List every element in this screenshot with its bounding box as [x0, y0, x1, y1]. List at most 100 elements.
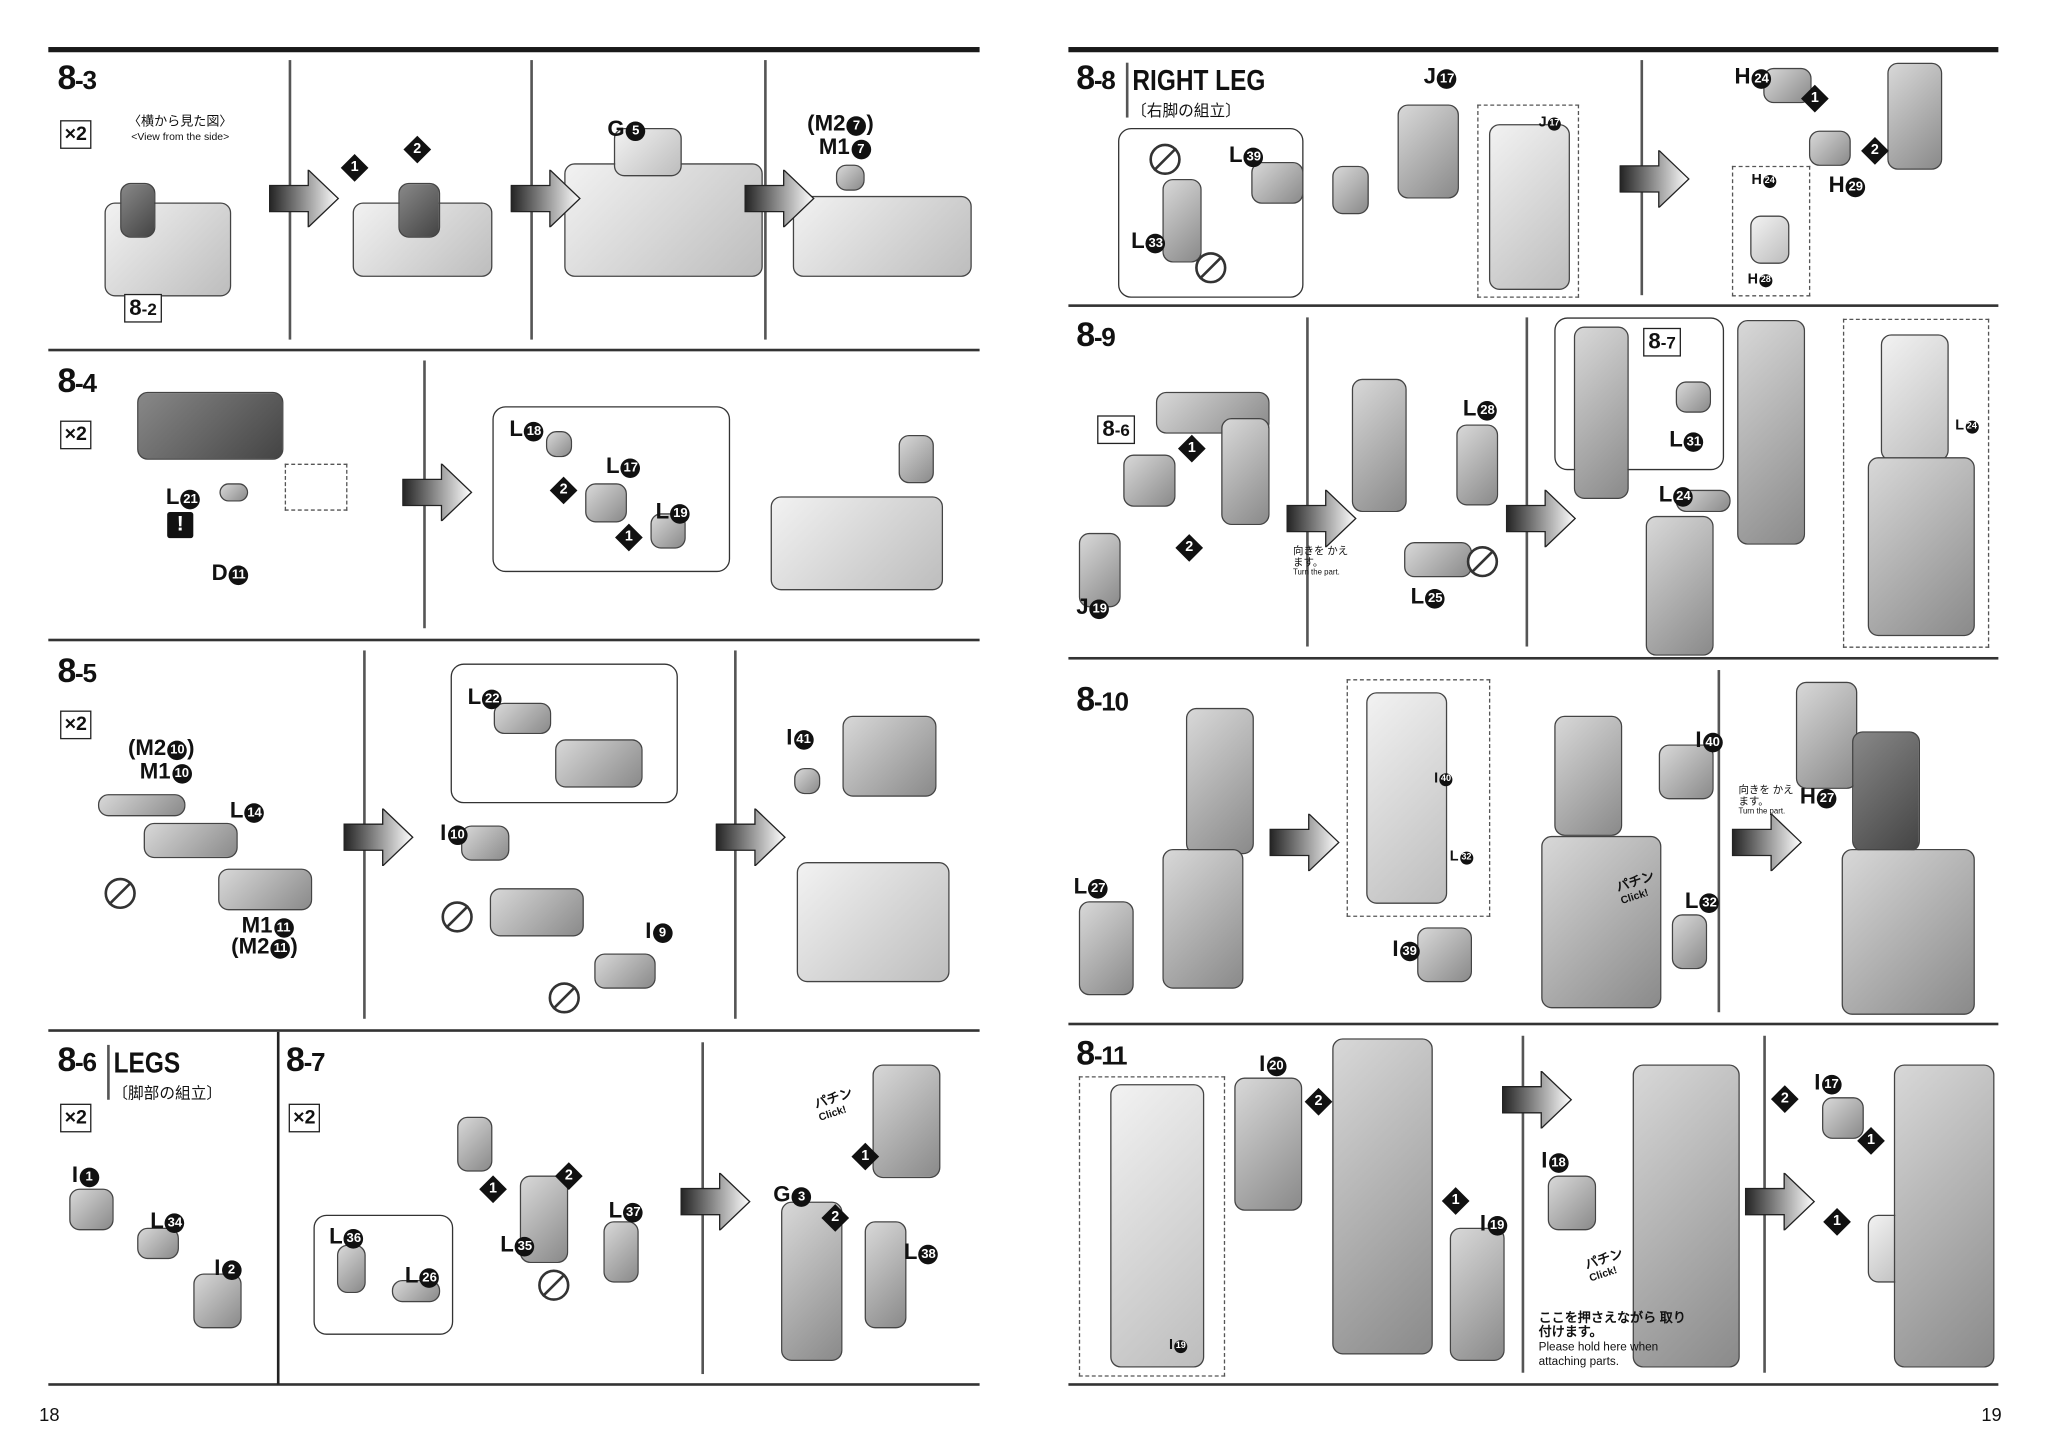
part-suffix: ) [187, 735, 195, 761]
step-order-marker: 2 [821, 1204, 850, 1232]
divider [1068, 304, 1999, 307]
model-part-illustration [137, 391, 284, 460]
model-part-illustration [1332, 1038, 1433, 1355]
part-suffix: ) [866, 111, 874, 136]
model-part-illustration [1795, 681, 1858, 789]
view-caption-jp: 〈横から見た図〉 [127, 114, 233, 130]
part-number: 21 [180, 489, 201, 510]
step-order-marker: 2 [554, 1162, 583, 1191]
model-part-illustration [898, 434, 934, 484]
part-letter: L [467, 684, 482, 710]
step-order-marker: 1 [615, 523, 643, 552]
model-part-illustration [143, 822, 238, 859]
part-number: 17 [620, 458, 641, 479]
reference-step-8-7: 8-7 [1643, 327, 1682, 357]
part-number: 31 [1684, 432, 1704, 452]
quantity-badge: ×2 [60, 1103, 92, 1133]
part-letter: L [608, 1197, 623, 1223]
part-letter: L [1955, 417, 1965, 434]
model-part-illustration [555, 739, 643, 788]
quantity-badge: ×2 [60, 420, 92, 450]
detail-box [1346, 679, 1491, 917]
part-letter: H [1751, 172, 1762, 189]
part-letter: L [165, 484, 180, 510]
part-number: 17 [1437, 69, 1457, 89]
model-part-illustration [1658, 744, 1714, 800]
part-letter: H [1828, 172, 1845, 198]
next-step-arrow-icon [1269, 813, 1340, 872]
part-number: 40 [1439, 773, 1453, 787]
part-number: 35 [515, 1236, 535, 1257]
step-order-marker: 1 [340, 153, 369, 182]
model-part-illustration [1822, 1097, 1864, 1139]
section-name-jp: 〔右脚の組立〕 [1131, 101, 1241, 121]
model-part-illustration [493, 702, 552, 735]
model-part-illustration [796, 862, 950, 983]
model-part-illustration [1671, 914, 1708, 970]
part-number: 5 [625, 121, 646, 142]
detail-box [1842, 318, 1990, 648]
step-order-marker: 1 [851, 1142, 880, 1171]
part-number: 28 [1477, 400, 1498, 421]
model-part-illustration [835, 164, 865, 191]
part-number: 11 [270, 939, 291, 959]
part-number: 3 [791, 1187, 812, 1207]
part-number: 19 [1487, 1215, 1507, 1236]
model-part-illustration [398, 182, 441, 238]
part-number: 14 [244, 803, 265, 823]
part-number: 1 [79, 1167, 99, 1188]
model-part-illustration [1251, 161, 1304, 204]
part-number: 32 [1459, 851, 1473, 865]
part-number: 26 [419, 1268, 440, 1288]
step-order-marker: 2 [1861, 137, 1889, 165]
detail-box [284, 463, 348, 511]
part-number: 7 [851, 139, 871, 160]
model-part-illustration [1078, 901, 1134, 996]
part-number: 40 [1702, 732, 1723, 753]
part-letter: H [1747, 271, 1758, 288]
bottom-rule-left [48, 1383, 980, 1386]
model-part-illustration [1541, 835, 1662, 1009]
part-letter: L [1229, 142, 1243, 168]
next-step-arrow-icon [402, 463, 473, 522]
model-part-illustration [1852, 731, 1920, 852]
bottom-rule-right [1068, 1383, 1999, 1386]
part-number: 10 [171, 764, 192, 784]
model-part-illustration [1162, 178, 1202, 263]
part-letter: L [229, 798, 244, 823]
reference-step-8-6: 8-6 [1097, 415, 1136, 445]
part-number: 39 [1399, 941, 1420, 962]
part-suffix: ) [290, 933, 298, 959]
model-part-illustration [564, 163, 763, 277]
part-number: 38 [918, 1244, 939, 1265]
divider [1068, 656, 1999, 660]
part-letter: I [1479, 1210, 1487, 1236]
step-order-marker: 1 [1177, 434, 1206, 463]
part-number: 36 [344, 1229, 364, 1249]
view-caption-en: <View from the side> [131, 130, 230, 143]
do-not-cut-icon [548, 982, 580, 1014]
model-part-illustration [1397, 104, 1459, 199]
model-part-illustration [1547, 1175, 1597, 1231]
warning-icon: ! [167, 511, 194, 539]
step-title-8-9: 8-9 [1076, 314, 1116, 354]
part-letter: D [211, 560, 228, 586]
next-step-arrow-icon [510, 169, 581, 228]
part-letter: H [1734, 63, 1751, 89]
hold-here-note: ここを押さえながら 取り付けます。Please hold here when a… [1538, 1311, 1686, 1368]
part-number: 24 [1763, 175, 1777, 189]
